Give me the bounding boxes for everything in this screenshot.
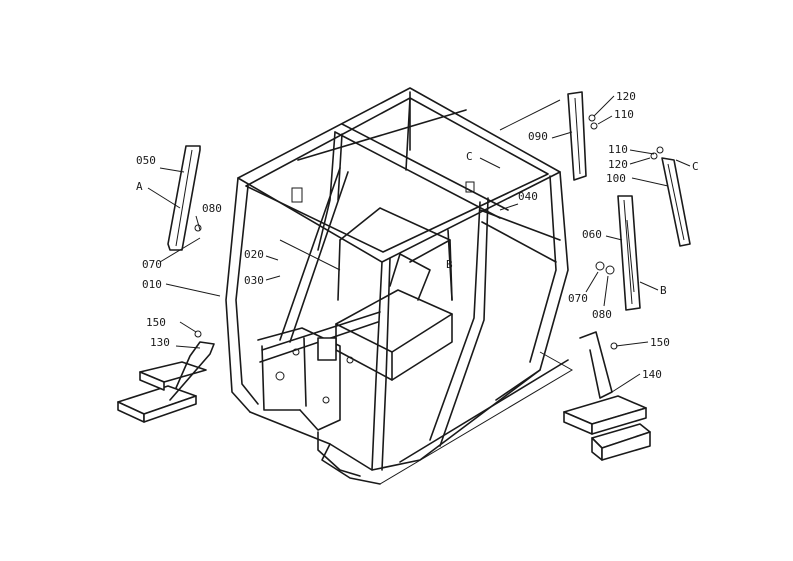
label-080-left: 080 bbox=[202, 202, 222, 215]
label-120-right: 120 bbox=[608, 158, 628, 171]
label-150-left: 150 bbox=[146, 316, 166, 329]
part-140-step bbox=[563, 331, 651, 461]
label-090: 090 bbox=[528, 130, 548, 143]
label-070-right: 070 bbox=[568, 292, 588, 305]
label-120-top: 120 bbox=[616, 90, 636, 103]
label-b-centre: B bbox=[446, 258, 453, 271]
leader-lines bbox=[147, 95, 691, 393]
label-c-left: C bbox=[466, 150, 473, 163]
part-130-step bbox=[117, 330, 215, 423]
label-130: 130 bbox=[150, 336, 170, 349]
label-080-right: 080 bbox=[592, 308, 612, 321]
label-140: 140 bbox=[642, 368, 662, 381]
label-110-top: 110 bbox=[614, 108, 634, 121]
label-100: 100 bbox=[606, 172, 626, 185]
label-060: 060 bbox=[582, 228, 602, 241]
cab-frame bbox=[225, 87, 573, 485]
label-a: A bbox=[136, 180, 143, 193]
label-110-right: 110 bbox=[608, 143, 628, 156]
label-020: 020 bbox=[244, 248, 264, 261]
right-upright-parts bbox=[567, 91, 691, 311]
label-150-right: 150 bbox=[650, 336, 670, 349]
label-040: 040 bbox=[518, 190, 538, 203]
label-c-right: C bbox=[692, 160, 699, 173]
label-050: 050 bbox=[136, 154, 156, 167]
part-050-plate bbox=[167, 145, 202, 251]
label-b-right: B bbox=[660, 284, 667, 297]
label-030: 030 bbox=[244, 274, 264, 287]
part-labels: 050 A 080 070 010 020 030 040 C 090 120 … bbox=[136, 90, 699, 381]
label-010: 010 bbox=[142, 278, 162, 291]
label-070-left: 070 bbox=[142, 258, 162, 271]
